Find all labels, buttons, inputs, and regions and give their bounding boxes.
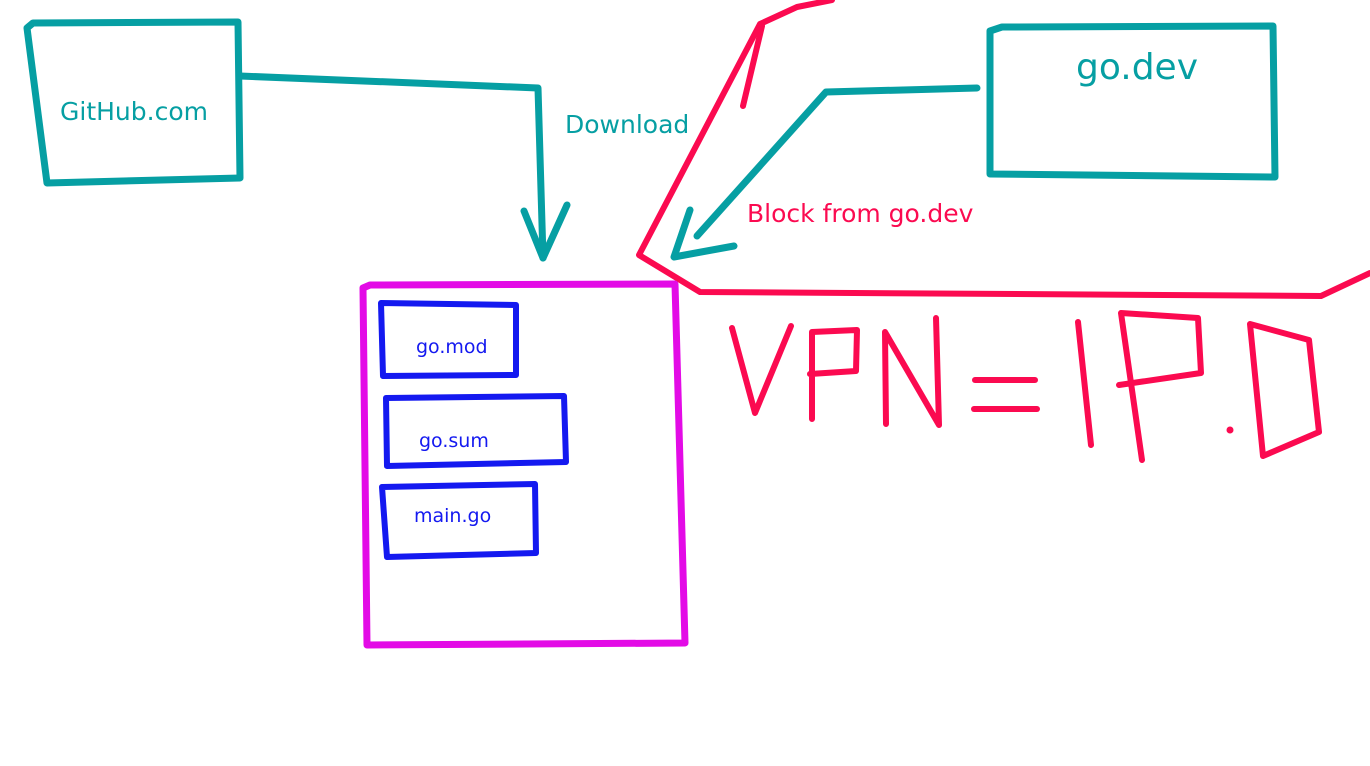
file-box [383,393,569,469]
hw-letter-v [729,323,794,416]
download-edge: Download [236,72,689,262]
file-main-go: main.go [379,481,539,560]
hw-letter-p [807,327,860,422]
godev-label: go.dev [1076,47,1198,88]
download-label: Download [565,110,689,139]
godev-edge [670,84,981,261]
hw-dot [1226,426,1234,434]
download-arrow-line [236,72,547,262]
block-label: Block from go.dev [747,199,974,228]
hw-letter-n [882,315,942,428]
godev-node: go.dev [986,22,1279,181]
block-boundary-tick [740,23,765,109]
github-node: GitHub.com [23,18,244,187]
file-label: go.mod [416,336,488,358]
hw-letter-i [1075,319,1094,448]
file-go-mod: go.mod [378,300,519,379]
project-folder-box [359,280,689,649]
godev-arrow-line [693,84,981,240]
hw-letter-p2 [1116,310,1204,463]
block-boundary-line [636,0,1370,299]
handwriting-vpn-ip [729,310,1322,463]
file-label: main.go [414,505,491,527]
hw-letter-d [1247,321,1322,459]
file-box [378,300,519,379]
file-go-sum: go.sum [383,393,569,469]
file-label: go.sum [419,430,489,452]
godev-box [986,22,1279,181]
project-folder: go.mod go.sum main.go [359,280,689,649]
github-label: GitHub.com [60,97,208,126]
file-box [379,481,539,560]
block-boundary: Block from go.dev [636,0,1370,299]
github-box [23,18,244,187]
download-arrow-head [520,201,571,262]
godev-arrow-head [670,206,738,261]
